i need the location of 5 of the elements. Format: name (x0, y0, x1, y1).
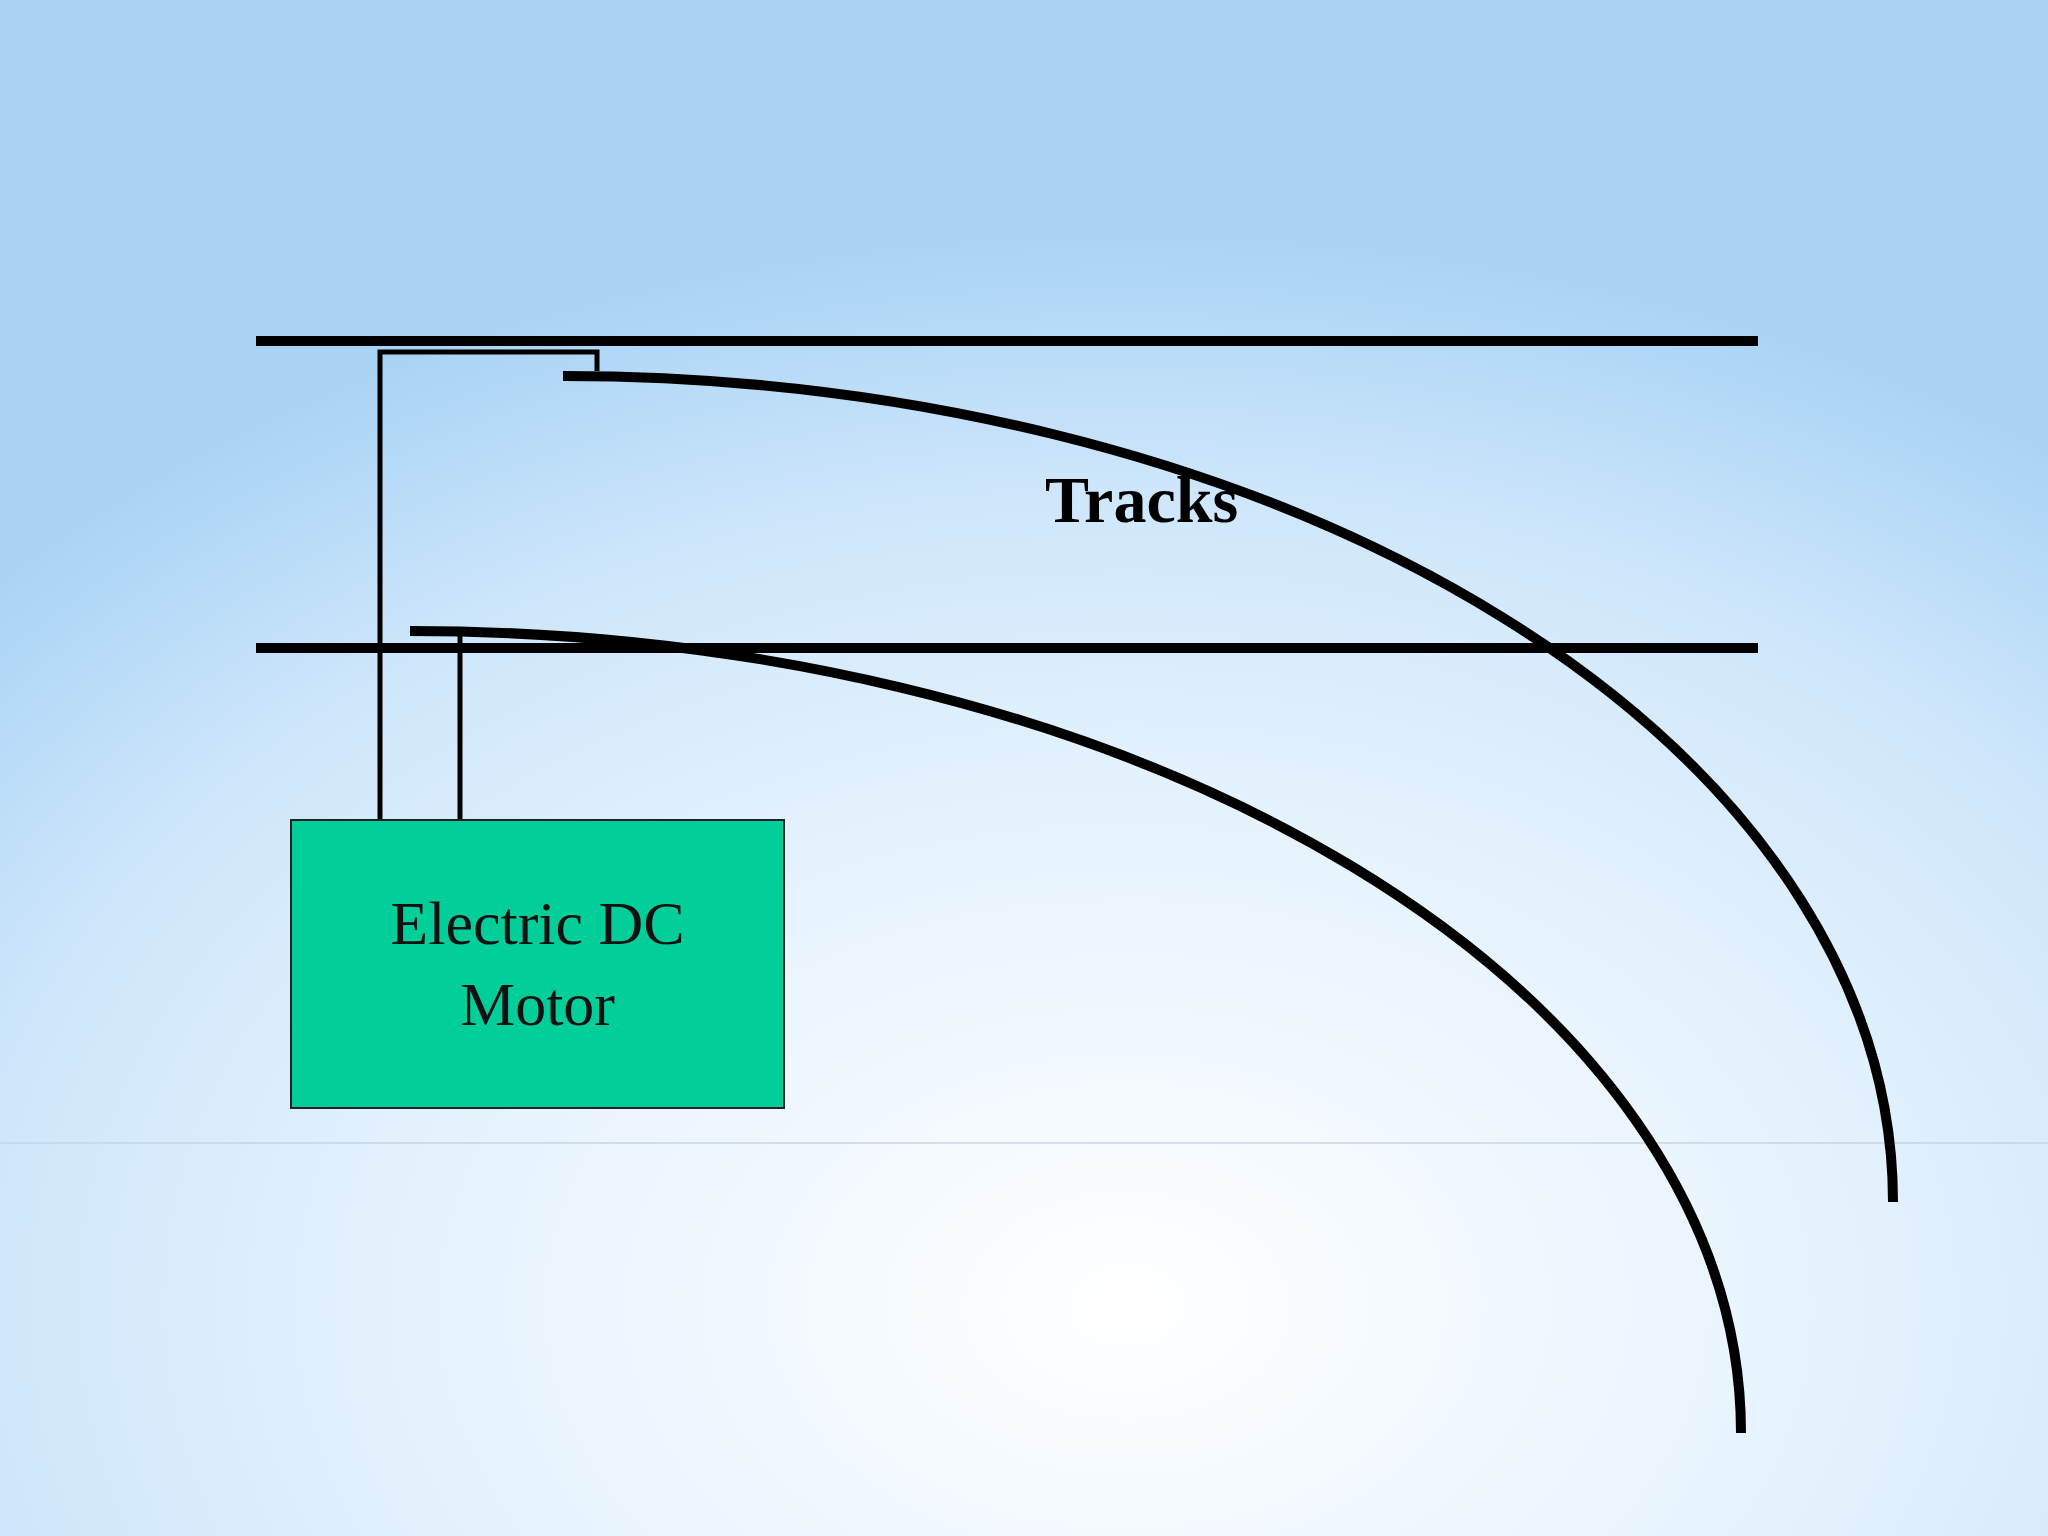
track-label: Tracks (1045, 462, 1239, 538)
node-label: Electric DC Motor (389, 888, 686, 1040)
wire (457, 636, 463, 819)
motor-box (290, 819, 785, 1109)
wire (377, 349, 600, 819)
